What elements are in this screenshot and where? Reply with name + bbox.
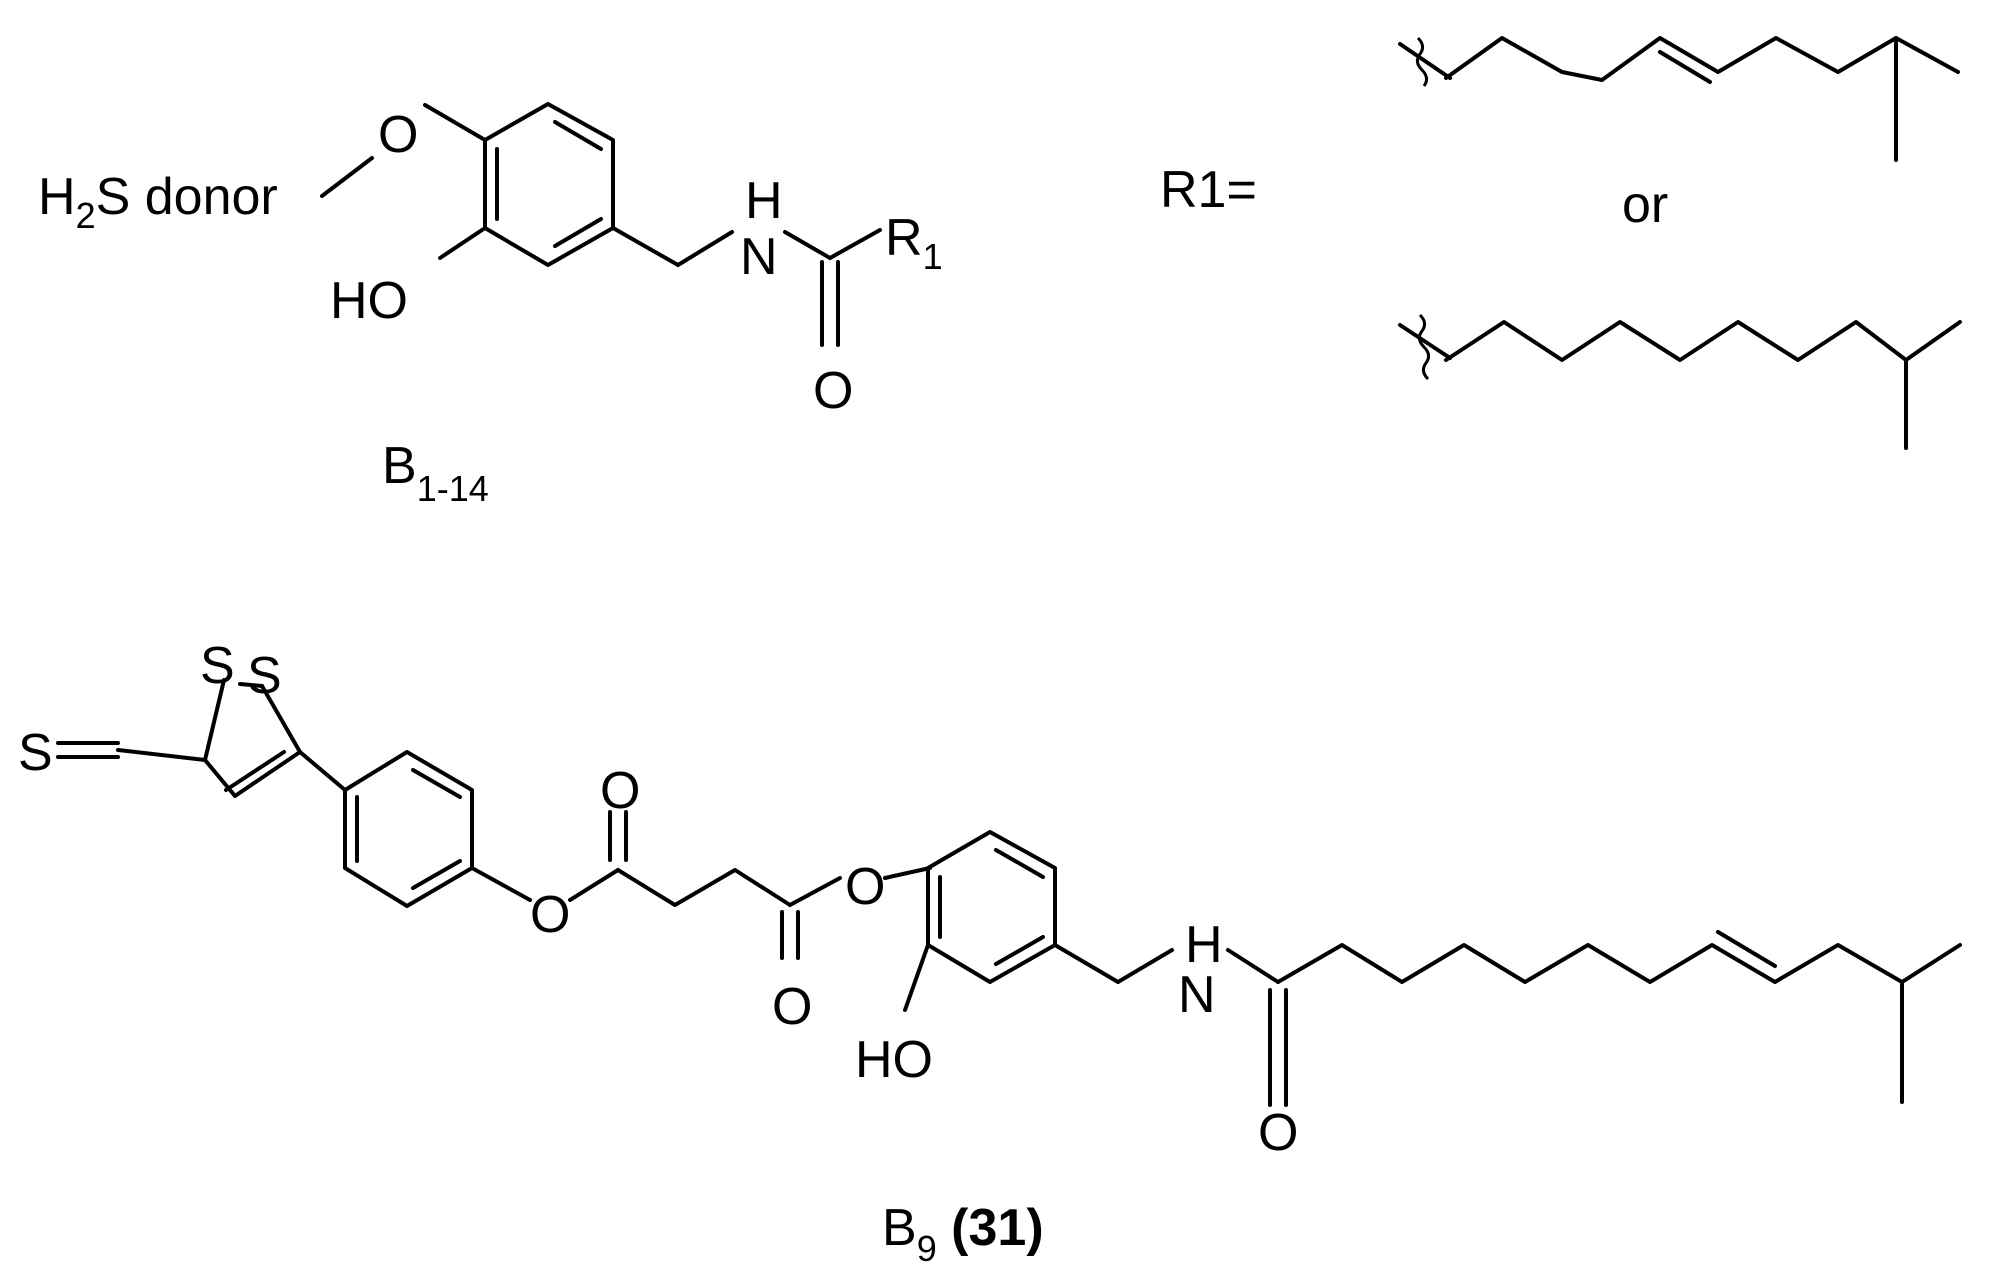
top-benzene-ring <box>483 102 615 267</box>
wavy-attachment-2 <box>1417 313 1431 381</box>
bond-n-c <box>783 230 832 260</box>
attach-stub-1 <box>1398 42 1452 80</box>
top-benzene-inner-bonds <box>495 120 603 248</box>
bond-c-r1 <box>828 228 882 260</box>
phenyl-ring <box>343 750 474 908</box>
atom-nh-h: H <box>745 172 783 230</box>
wavy-attachment-1 <box>1415 36 1429 87</box>
bond-o-donor <box>320 156 374 198</box>
atom-ester2-o-carbonyl: O <box>772 978 812 1036</box>
tail-double-bond <box>1716 930 1777 968</box>
bond-o1-c1 <box>568 868 620 902</box>
phenyl-inner-bonds <box>355 768 462 890</box>
attach-stub-2 <box>1398 323 1452 360</box>
bond-c-o-double <box>820 260 840 347</box>
atom-ester1-o-carbonyl: O <box>600 762 640 820</box>
r1-chain-unsaturated <box>1444 36 1960 82</box>
bond-ch2-n <box>676 230 734 267</box>
compound-label-b1-14: B1-14 <box>382 437 489 509</box>
thione-double-bond <box>56 741 120 759</box>
atom-nh-h-b9: H <box>1185 916 1223 974</box>
h2s-donor-label: H2S donor <box>38 168 278 236</box>
ester1-double-bond <box>608 810 628 862</box>
generic-structure-b1-14: O HO H N O R1 H2S donor B1-14 <box>38 102 943 509</box>
r1-definition: R1= or <box>1160 36 1962 450</box>
bond-ring-oh <box>438 226 487 260</box>
succinate-chain <box>616 868 792 907</box>
bond-n-c <box>1226 948 1280 984</box>
atom-ester1-o-link: O <box>530 886 570 944</box>
atom-thione-s: S <box>18 724 53 782</box>
bond-ch2-n <box>1116 948 1174 984</box>
bond-dithiole-phenyl <box>298 750 347 792</box>
compound-label-b9: B9 (31) <box>882 1199 1044 1269</box>
atom-ester2-o-link: O <box>845 858 885 916</box>
atom-hydroxyl: HO <box>330 272 408 330</box>
ester2-double-bond <box>780 910 800 960</box>
bond-o2-ring <box>883 866 932 880</box>
atom-nh-n: N <box>740 228 778 286</box>
atom-amide-o: O <box>1258 1104 1298 1162</box>
or-label: or <box>1622 176 1668 234</box>
bond-c2-o2 <box>788 876 842 907</box>
atom-r1: R1 <box>885 209 943 277</box>
compound-b9-31: S S S O O O O HO H N O B9 (31) <box>18 637 1962 1269</box>
amide-double-bond <box>1268 988 1288 1107</box>
bond-ring-ch2 <box>1053 943 1120 984</box>
vanillyl-ring <box>926 830 1057 984</box>
bond-thione-c <box>116 748 207 762</box>
r1-chain-saturated <box>1444 320 1962 362</box>
vanillyl-inner-bonds <box>938 848 1045 966</box>
atom-dithiole-s2: S <box>247 647 282 705</box>
bond-ring-o <box>423 103 487 142</box>
atom-hydroxyl-b9: HO <box>855 1031 933 1089</box>
dithiole-ss-bond <box>238 682 264 688</box>
atom-o-ether: O <box>378 106 418 164</box>
dithiole-ring <box>203 678 302 798</box>
amide-tail-chain <box>1276 943 1962 984</box>
bond-ring-ch2 <box>611 226 680 267</box>
atom-nh-n-b9: N <box>1178 966 1216 1024</box>
atom-carbonyl-o: O <box>813 362 853 420</box>
bond-phenyl-o1 <box>470 866 532 902</box>
r1-equals-label: R1= <box>1160 161 1257 219</box>
atom-dithiole-s1: S <box>200 637 235 695</box>
r1-double-bond-1 <box>1658 50 1712 84</box>
dithiole-inner-double <box>224 750 286 792</box>
bond-ring-oh <box>903 943 930 1012</box>
